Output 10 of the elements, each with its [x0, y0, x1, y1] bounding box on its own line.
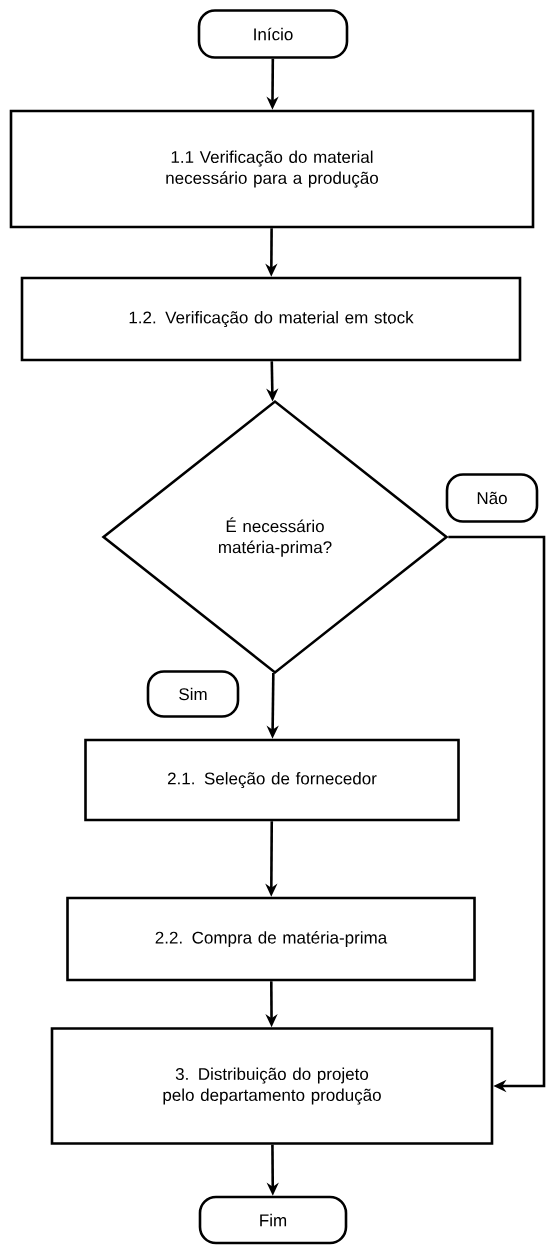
process-box: 2.1. Seleção de fornecedor: [84, 738, 460, 822]
process-box: 1.1 Verificação do material necessário para a produção: [9, 109, 535, 229]
end-terminator: Fim: [198, 1195, 348, 1245]
answer-terminator: Sim: [146, 670, 240, 718]
process-box: 3. Distribuição do projeto pelo departamento produção: [50, 1027, 494, 1145]
arrow: [448, 535, 546, 1093]
answer-terminator: Não: [445, 473, 539, 523]
process-box: 2.2. Compra de matéria-prima: [66, 896, 476, 982]
process-box: 1.2. Verificação do material em stock: [20, 276, 522, 362]
start-terminator: Início: [197, 9, 349, 59]
